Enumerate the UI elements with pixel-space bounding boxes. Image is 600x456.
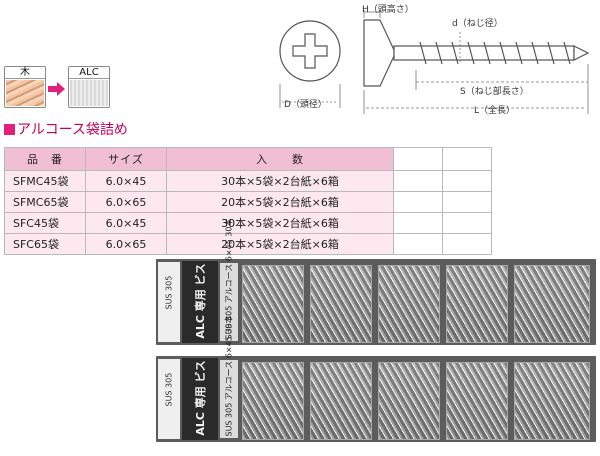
head-diameter-label: D（頭径）: [284, 100, 327, 110]
label-text: SUS 305 アルコース 6×45 30本: [224, 315, 234, 437]
product-photo: SUS 305 ALC 専用 ビス SUS 305 アルコース 6×45 30本: [156, 315, 596, 442]
wood-icon: 木: [4, 66, 46, 108]
card-text: SUS 305: [164, 372, 174, 407]
spec-table: 品 番 サイズ 入 数 SFMC45袋 6.0×45 30本×5袋×2台紙×6箱…: [4, 147, 492, 255]
band-text: ALC 専用 ビス: [194, 263, 207, 339]
screw-pack: [378, 362, 440, 440]
alc-icon: ALC: [68, 66, 110, 108]
table-row: SFMC45袋 6.0×45 30本×5袋×2台紙×6箱: [4, 170, 492, 192]
product-photo: SUS 305 ALC 専用 ビス SUS 305 アルコース 6×45 30本: [156, 219, 596, 345]
table-row: SFMC65袋 6.0×65 20本×5袋×2台紙×6箱: [4, 191, 492, 213]
screw-pack: [446, 265, 508, 343]
square-bullet-icon: [4, 124, 15, 135]
alc-label: ALC: [69, 67, 109, 79]
header-quantity: 入 数: [166, 147, 394, 171]
header-size: サイズ: [85, 147, 167, 171]
table-header-row: 品 番 サイズ 入 数: [4, 147, 492, 171]
arrow-right-icon: [48, 82, 65, 96]
total-length-label: L（全長）: [474, 106, 516, 116]
screw-pack: [310, 265, 372, 343]
header-part-no: 品 番: [4, 147, 86, 171]
card-text: SUS 305: [164, 275, 174, 310]
head-height-label: H（頭高さ）: [362, 5, 414, 15]
screw-pack: [242, 362, 304, 440]
band-text: ALC 専用 ビス: [194, 360, 207, 436]
table-row: SFC65袋 6.0×65 20本×5袋×2台紙×6箱: [4, 233, 492, 255]
screw-pack: [514, 265, 590, 343]
screw-pack: [446, 362, 508, 440]
screw-pack: [242, 265, 304, 343]
wood-label: 木: [5, 67, 45, 79]
screw-side-diagram: [363, 10, 590, 114]
thread-diameter-label: d（ねじ径）: [452, 19, 503, 29]
thread-length-label: S（ねじ部長さ）: [460, 87, 529, 97]
table-row: SFC45袋 6.0×45 30本×5袋×2台紙×6箱: [4, 212, 492, 234]
screw-pack: [378, 265, 440, 343]
screw-pack: [514, 362, 590, 440]
screw-pack: [310, 362, 372, 440]
screw-head-diagram: [279, 20, 341, 108]
section-title: アルコース袋詰め: [4, 121, 128, 139]
